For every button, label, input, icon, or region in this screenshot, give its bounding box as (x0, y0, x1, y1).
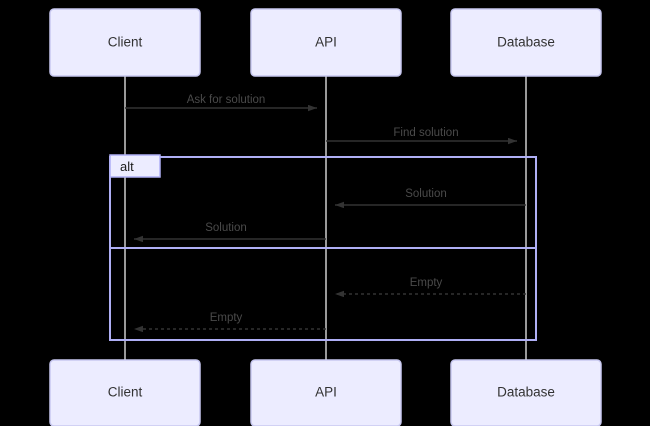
participant-label: Database (497, 35, 555, 50)
participant-label: Client (108, 35, 143, 50)
message-empty-api-client[interactable]: Empty (134, 312, 326, 333)
message-solution-api-client[interactable]: Solution (134, 222, 326, 243)
participant-client-bottom[interactable]: Client (49, 359, 201, 426)
message-label: Ask for solution (187, 94, 266, 106)
message-empty-db-api[interactable]: Empty (335, 277, 526, 298)
participant-box (450, 359, 602, 426)
participant-api-bottom[interactable]: API (250, 359, 402, 426)
message-label: Solution (205, 222, 247, 234)
participant-api-top[interactable]: API (250, 8, 402, 77)
message-label: Empty (210, 312, 243, 324)
participant-box (250, 8, 402, 77)
participant-box (450, 8, 602, 77)
participant-database-bottom[interactable]: Database (450, 359, 602, 426)
participants-bottom: Client API Database (49, 359, 602, 426)
participant-label: API (315, 385, 337, 400)
participant-box (49, 8, 201, 77)
message-find-solution[interactable]: Find solution (326, 127, 517, 145)
messages: Ask for solution Find solution Solution … (125, 94, 526, 333)
message-label: Solution (405, 188, 447, 200)
participant-label: API (315, 35, 337, 50)
message-ask-for-solution[interactable]: Ask for solution (125, 94, 317, 112)
message-label: Empty (410, 277, 443, 289)
message-solution-db-api[interactable]: Solution (335, 188, 526, 209)
alt-fragment[interactable]: alt (109, 154, 537, 341)
participant-label: Client (108, 385, 143, 400)
lifelines (124, 76, 527, 360)
participant-database-top[interactable]: Database (450, 8, 602, 77)
alt-label-text: alt (120, 159, 134, 174)
alt-label-box (109, 154, 161, 178)
participant-label: Database (497, 385, 555, 400)
participant-box (49, 359, 201, 426)
participants-top: Client API Database (49, 8, 602, 77)
participant-client-top[interactable]: Client (49, 8, 201, 77)
participant-box (250, 359, 402, 426)
message-label: Find solution (393, 127, 458, 139)
